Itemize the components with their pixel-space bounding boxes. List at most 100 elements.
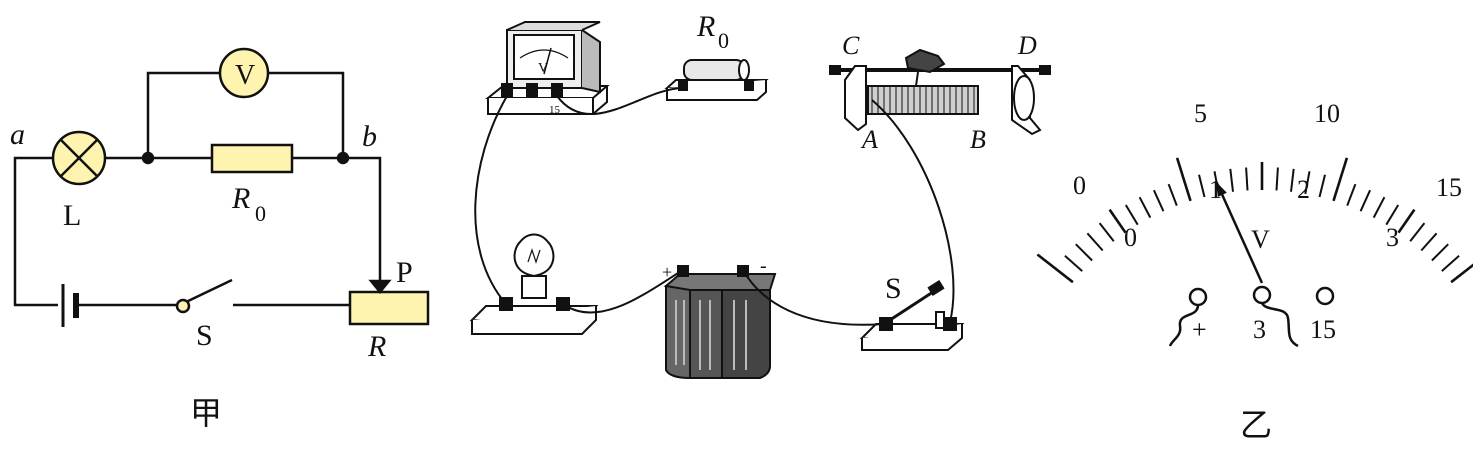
caption-jia: 甲 [190,394,222,432]
terminal-label-plus: + [1192,315,1207,344]
rheostat-device [829,48,1051,136]
lower-scale-0: 0 [1124,223,1137,252]
label-r0-sub: 0 [255,201,266,226]
dial-tick [1064,255,1083,272]
lamp-cross-2 [60,139,98,177]
lower-scale-3: 3 [1386,223,1399,252]
wire-battery-switch [742,269,885,326]
dial-tick [1075,243,1093,262]
label-a: a [10,118,25,151]
wire-meter-lamp [474,95,508,305]
wire-lamp-battery [562,269,684,314]
meter-terminal-15: 15 [549,104,561,116]
meter-face-v: V [538,61,548,76]
lower-scale-2: 2 [1297,175,1310,204]
dial-tick-major [1332,157,1349,202]
upper-scale-10: 10 [1314,99,1340,128]
label-d: D [1017,31,1037,60]
lower-scale-1: 1 [1209,175,1222,204]
resistor-r0 [210,143,294,174]
dial-tick-major [1450,263,1473,284]
wire-meter-r0 [556,87,682,116]
dial-tick [1198,174,1206,198]
junction-right [336,151,350,165]
dial-tick [1372,196,1386,219]
meter-pointer-head [1216,182,1227,197]
terminal-plus [1188,287,1208,307]
switch-pivot [175,298,191,314]
r0-device [664,59,769,101]
voltmeter-device: V 15 [485,21,610,116]
dial-tick [1108,208,1127,234]
label-a-terminal: A [860,125,878,154]
dial-tick [1409,222,1426,242]
dial-tick [1124,204,1139,226]
circuit-diagram [13,47,430,327]
dial-tick [1167,183,1178,206]
dial-tick [1441,255,1460,272]
switch-device [859,280,965,351]
wire-3 [1260,302,1299,348]
label-switch: S [196,319,213,352]
dial-symbol-v: V [1251,225,1270,254]
connecting-wires [474,87,955,326]
battery-device: + - [662,255,777,380]
dial-tick-major [1036,253,1074,284]
dial-tick [1229,168,1234,192]
label-r0-main: R [696,10,715,43]
dial-tick [1346,183,1357,206]
dial-tick [1098,222,1115,242]
switch-lever [185,278,233,304]
terminal-label-15: 15 [1310,315,1336,344]
label-switch-s: S [885,272,902,305]
label-rheostat: R [367,330,386,363]
label-r0-sub: 0 [718,28,729,53]
label-lamp: L [63,199,81,232]
dial-tick [1245,167,1249,191]
meter-pointer [1215,181,1264,284]
label-b: b [362,120,377,153]
rheostat-coil [871,86,975,114]
apparatus-drawing: V 15 [469,10,1051,380]
lamp-device [469,233,599,335]
dial-tick [1304,171,1311,195]
apparatus-labels: R 0 C D A B S [696,10,1037,305]
upper-scale-15: 15 [1436,173,1462,202]
wire-plus [1168,304,1200,347]
meter-dial: 0 5 10 15 0 1 2 3 V + 3 15 乙 [1036,99,1473,444]
wire-voltmeter-left [146,71,220,158]
circuit-labels: a b L R 0 V P R S 甲 [10,60,413,432]
dial-tick [1138,196,1152,219]
meter-terminals [1168,285,1335,348]
terminal-label-3: 3 [1253,315,1266,344]
terminal-15 [1315,286,1335,306]
wire-r0-b-slider [292,156,382,288]
dial-tick [1385,204,1400,226]
terminal-3 [1252,285,1272,305]
upper-scale-0: 0 [1073,171,1086,200]
caption-yi: 乙 [1240,406,1272,444]
dial-tick [1086,232,1104,252]
dial-ticks [1036,157,1473,284]
voltmeter-symbol [218,47,270,99]
label-c: C [842,31,860,60]
wire-voltmeter-right [268,71,345,158]
wire-left [13,156,58,307]
dial-tick [1152,189,1165,212]
rheostat-r [348,290,430,326]
dial-tick [1431,243,1449,262]
upper-scale-5: 5 [1194,99,1207,128]
label-b-terminal: B [970,125,986,154]
battery-plus: + [662,262,672,282]
battery-minus: - [760,255,767,277]
dial-tick [1420,232,1438,252]
label-slider-p: P [396,256,413,289]
dial-tick [1318,174,1326,198]
wire-switch-rheostat [871,99,955,323]
dial-tick [1397,208,1416,234]
junction-left [141,151,155,165]
label-voltmeter: V [235,60,255,91]
battery-ribs [675,300,747,370]
slider-arrow [368,279,392,294]
dial-tick [1290,168,1295,192]
